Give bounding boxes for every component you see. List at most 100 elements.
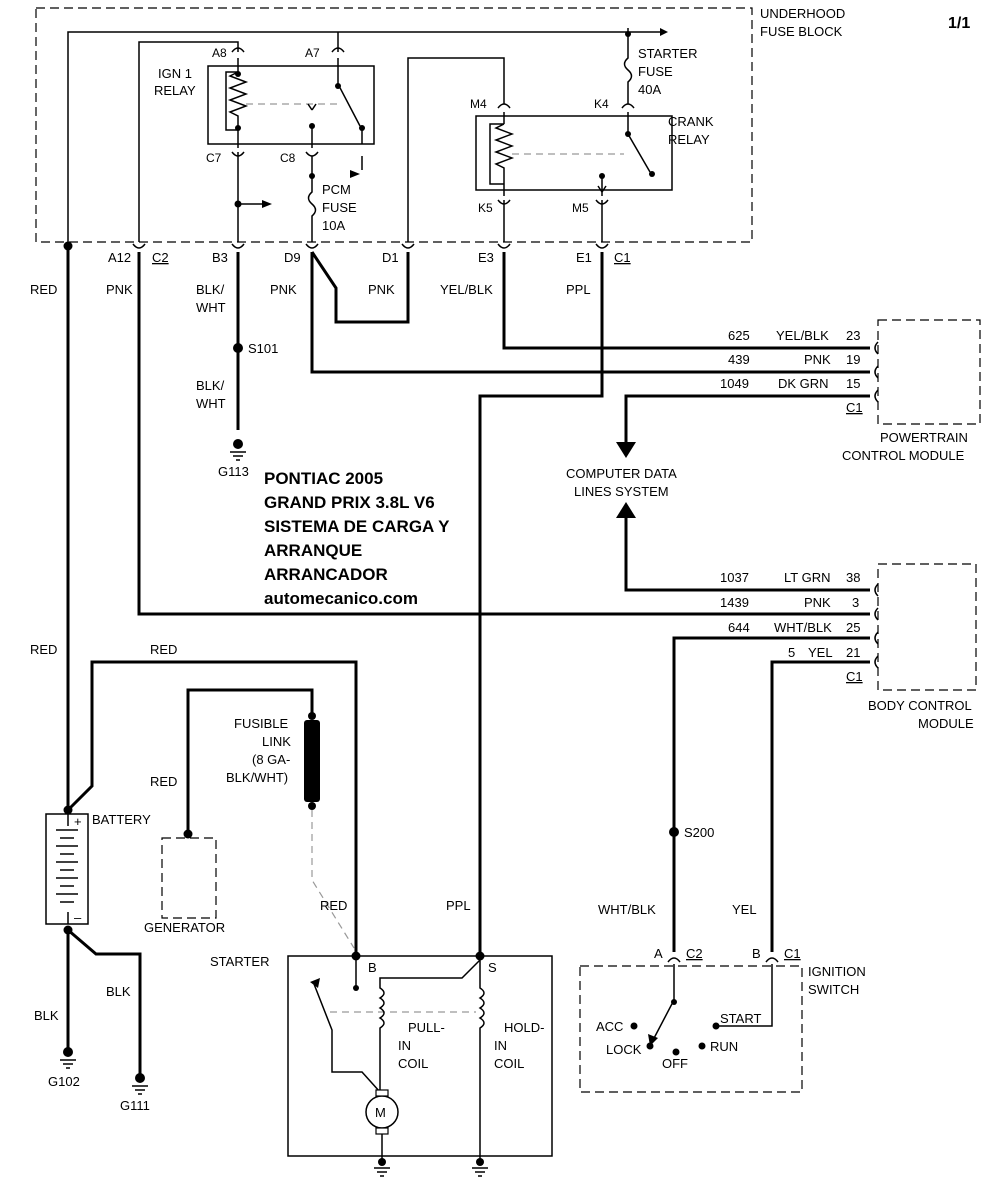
- ign-switch-start-wire: [716, 964, 773, 1027]
- ign-switch-pivot: [671, 999, 677, 1005]
- data-line-up-arrow-icon: [616, 502, 636, 518]
- pcm-pin-0: 23: [846, 328, 860, 343]
- c7-branch-arrow-icon: [262, 200, 272, 208]
- ltgrn-1037-wire: [624, 516, 870, 592]
- ign-relay-coil: [225, 58, 249, 148]
- bcm-pin-3: 21: [846, 645, 860, 660]
- wire-blkwht-2a: BLK/: [196, 378, 225, 393]
- splice-s101: [233, 343, 243, 353]
- wire-red-label-1: RED: [30, 282, 57, 297]
- red-generator-wire: [186, 688, 314, 834]
- bcm-color-1: PNK: [804, 595, 831, 610]
- crank-relay-label-2: RELAY: [668, 132, 710, 147]
- bcm-label-2: MODULE: [918, 716, 974, 731]
- crank-relay-switch-arm: [627, 112, 651, 173]
- fuse-block-bottom-connectors: [132, 243, 609, 249]
- splice-s200: [669, 827, 679, 837]
- starter-term-b: B: [368, 960, 377, 975]
- ign-relay-label-2: RELAY: [154, 83, 196, 98]
- connector-m4-icon: [497, 103, 511, 109]
- pnk-439-wire: [310, 252, 870, 374]
- data-lines-2: LINES SYSTEM: [574, 484, 669, 499]
- wire-pnk-label-d1: PNK: [368, 282, 395, 297]
- battery-label: BATTERY: [92, 812, 151, 827]
- ign-pos-lock: [646, 1042, 654, 1050]
- title-line-6: automecanico.com: [264, 589, 418, 608]
- ign-switch-c1: C1: [784, 946, 801, 961]
- starter-box: [287, 955, 553, 1157]
- fusible-link-dashed-wire: [311, 810, 355, 949]
- wire-blkwht-1b: WHT: [196, 300, 226, 315]
- terminal-c1: C1: [614, 250, 631, 265]
- crank-contact: [649, 171, 655, 177]
- blk-g111-wire: [67, 928, 142, 1074]
- pull-in-2: IN: [398, 1038, 411, 1053]
- wire-yelblk-label: YEL/BLK: [440, 282, 493, 297]
- pcm-pin-2: 15: [846, 376, 860, 391]
- starter-fuse-2: FUSE: [638, 64, 673, 79]
- starter-term-s: S: [488, 960, 497, 975]
- wire-pnk-label-a12: PNK: [106, 282, 133, 297]
- fusible-link-1: FUSIBLE: [234, 716, 289, 731]
- bcm-circuit-2: 644: [728, 620, 750, 635]
- pcm-fuse-symbol: [307, 156, 317, 242]
- generator-box: [161, 837, 217, 919]
- starter-solenoid-arrow-icon: [310, 978, 320, 988]
- fusible-link-2: LINK: [262, 734, 291, 749]
- terminal-m4: M4: [470, 97, 487, 111]
- ign-pos-start: [712, 1022, 720, 1030]
- starter-fuse-3: 40A: [638, 82, 661, 97]
- wire-red-label-3: RED: [150, 642, 177, 657]
- terminal-e3: E3: [478, 250, 494, 265]
- wire-yel-label: YEL: [732, 902, 757, 917]
- motor-label: M: [375, 1105, 386, 1120]
- title-line-1: PONTIAC 2005: [264, 469, 383, 488]
- bcm-color-0: LT GRN: [784, 570, 830, 585]
- crank-relay-label-1: CRANK: [668, 114, 714, 129]
- ign-off-label: OFF: [662, 1056, 688, 1071]
- bcm-label-1: BODY CONTROL: [868, 698, 972, 713]
- wire-whtblk-label: WHT/BLK: [598, 902, 656, 917]
- wire-blk-label-2: BLK: [106, 984, 131, 999]
- terminal-a7: A7: [305, 46, 320, 60]
- pnk-d9-d1-jumper: [310, 251, 410, 324]
- wire-d1-m4: [407, 57, 505, 242]
- pcm-color-1: PNK: [804, 352, 831, 367]
- bcm-box: [877, 563, 977, 691]
- ground-g102: G102: [48, 1074, 80, 1089]
- terminal-a12: A12: [108, 250, 131, 265]
- crank-relay-box: [475, 115, 673, 191]
- red-junction-top: [63, 241, 73, 251]
- ground-g102-icon: [60, 1047, 76, 1069]
- motor-icon: [365, 1089, 399, 1135]
- ign-start-label: START: [720, 1011, 761, 1026]
- wire-blk-label-1: BLK: [34, 1008, 59, 1023]
- pnk-1439-wire: [137, 252, 870, 616]
- ign-relay-out-node: [309, 123, 315, 129]
- ign-acc-label: ACC: [596, 1019, 623, 1034]
- bcm-connector: C1: [846, 669, 863, 684]
- ign-run-label: RUN: [710, 1039, 738, 1054]
- ign-relay-arrow-icon: [350, 170, 360, 178]
- bcm-circuit-0: 1037: [720, 570, 749, 585]
- ign-switch-connector-icons: [667, 957, 779, 963]
- starter-label: STARTER: [210, 954, 269, 969]
- red-starter-cable: [66, 660, 358, 956]
- ign-pos-acc: [630, 1022, 638, 1030]
- title-line-3: SISTEMA DE CARGA Y: [264, 517, 450, 536]
- bcm-pin-0: 38: [846, 570, 860, 585]
- pcm-fuse-1: PCM: [322, 182, 351, 197]
- ign-pos-off: [672, 1048, 680, 1056]
- fusible-link-4: BLK/WHT): [226, 770, 288, 785]
- wire-blkwht-1a: BLK/: [196, 282, 225, 297]
- ign-switch-arm: [651, 964, 675, 1043]
- pcm-pin-1: 19: [846, 352, 860, 367]
- c8-arrow-icon: [307, 103, 317, 111]
- pcm-label-2: CONTROL MODULE: [842, 448, 965, 463]
- bcm-color-3: YEL: [808, 645, 833, 660]
- pcm-color-0: YEL/BLK: [776, 328, 829, 343]
- connector-c8-icon: [305, 151, 319, 157]
- title-line-2: GRAND PRIX 3.8L V6: [264, 493, 435, 512]
- wire-pnk-label-d9: PNK: [270, 282, 297, 297]
- starter-b-contact: [353, 985, 359, 991]
